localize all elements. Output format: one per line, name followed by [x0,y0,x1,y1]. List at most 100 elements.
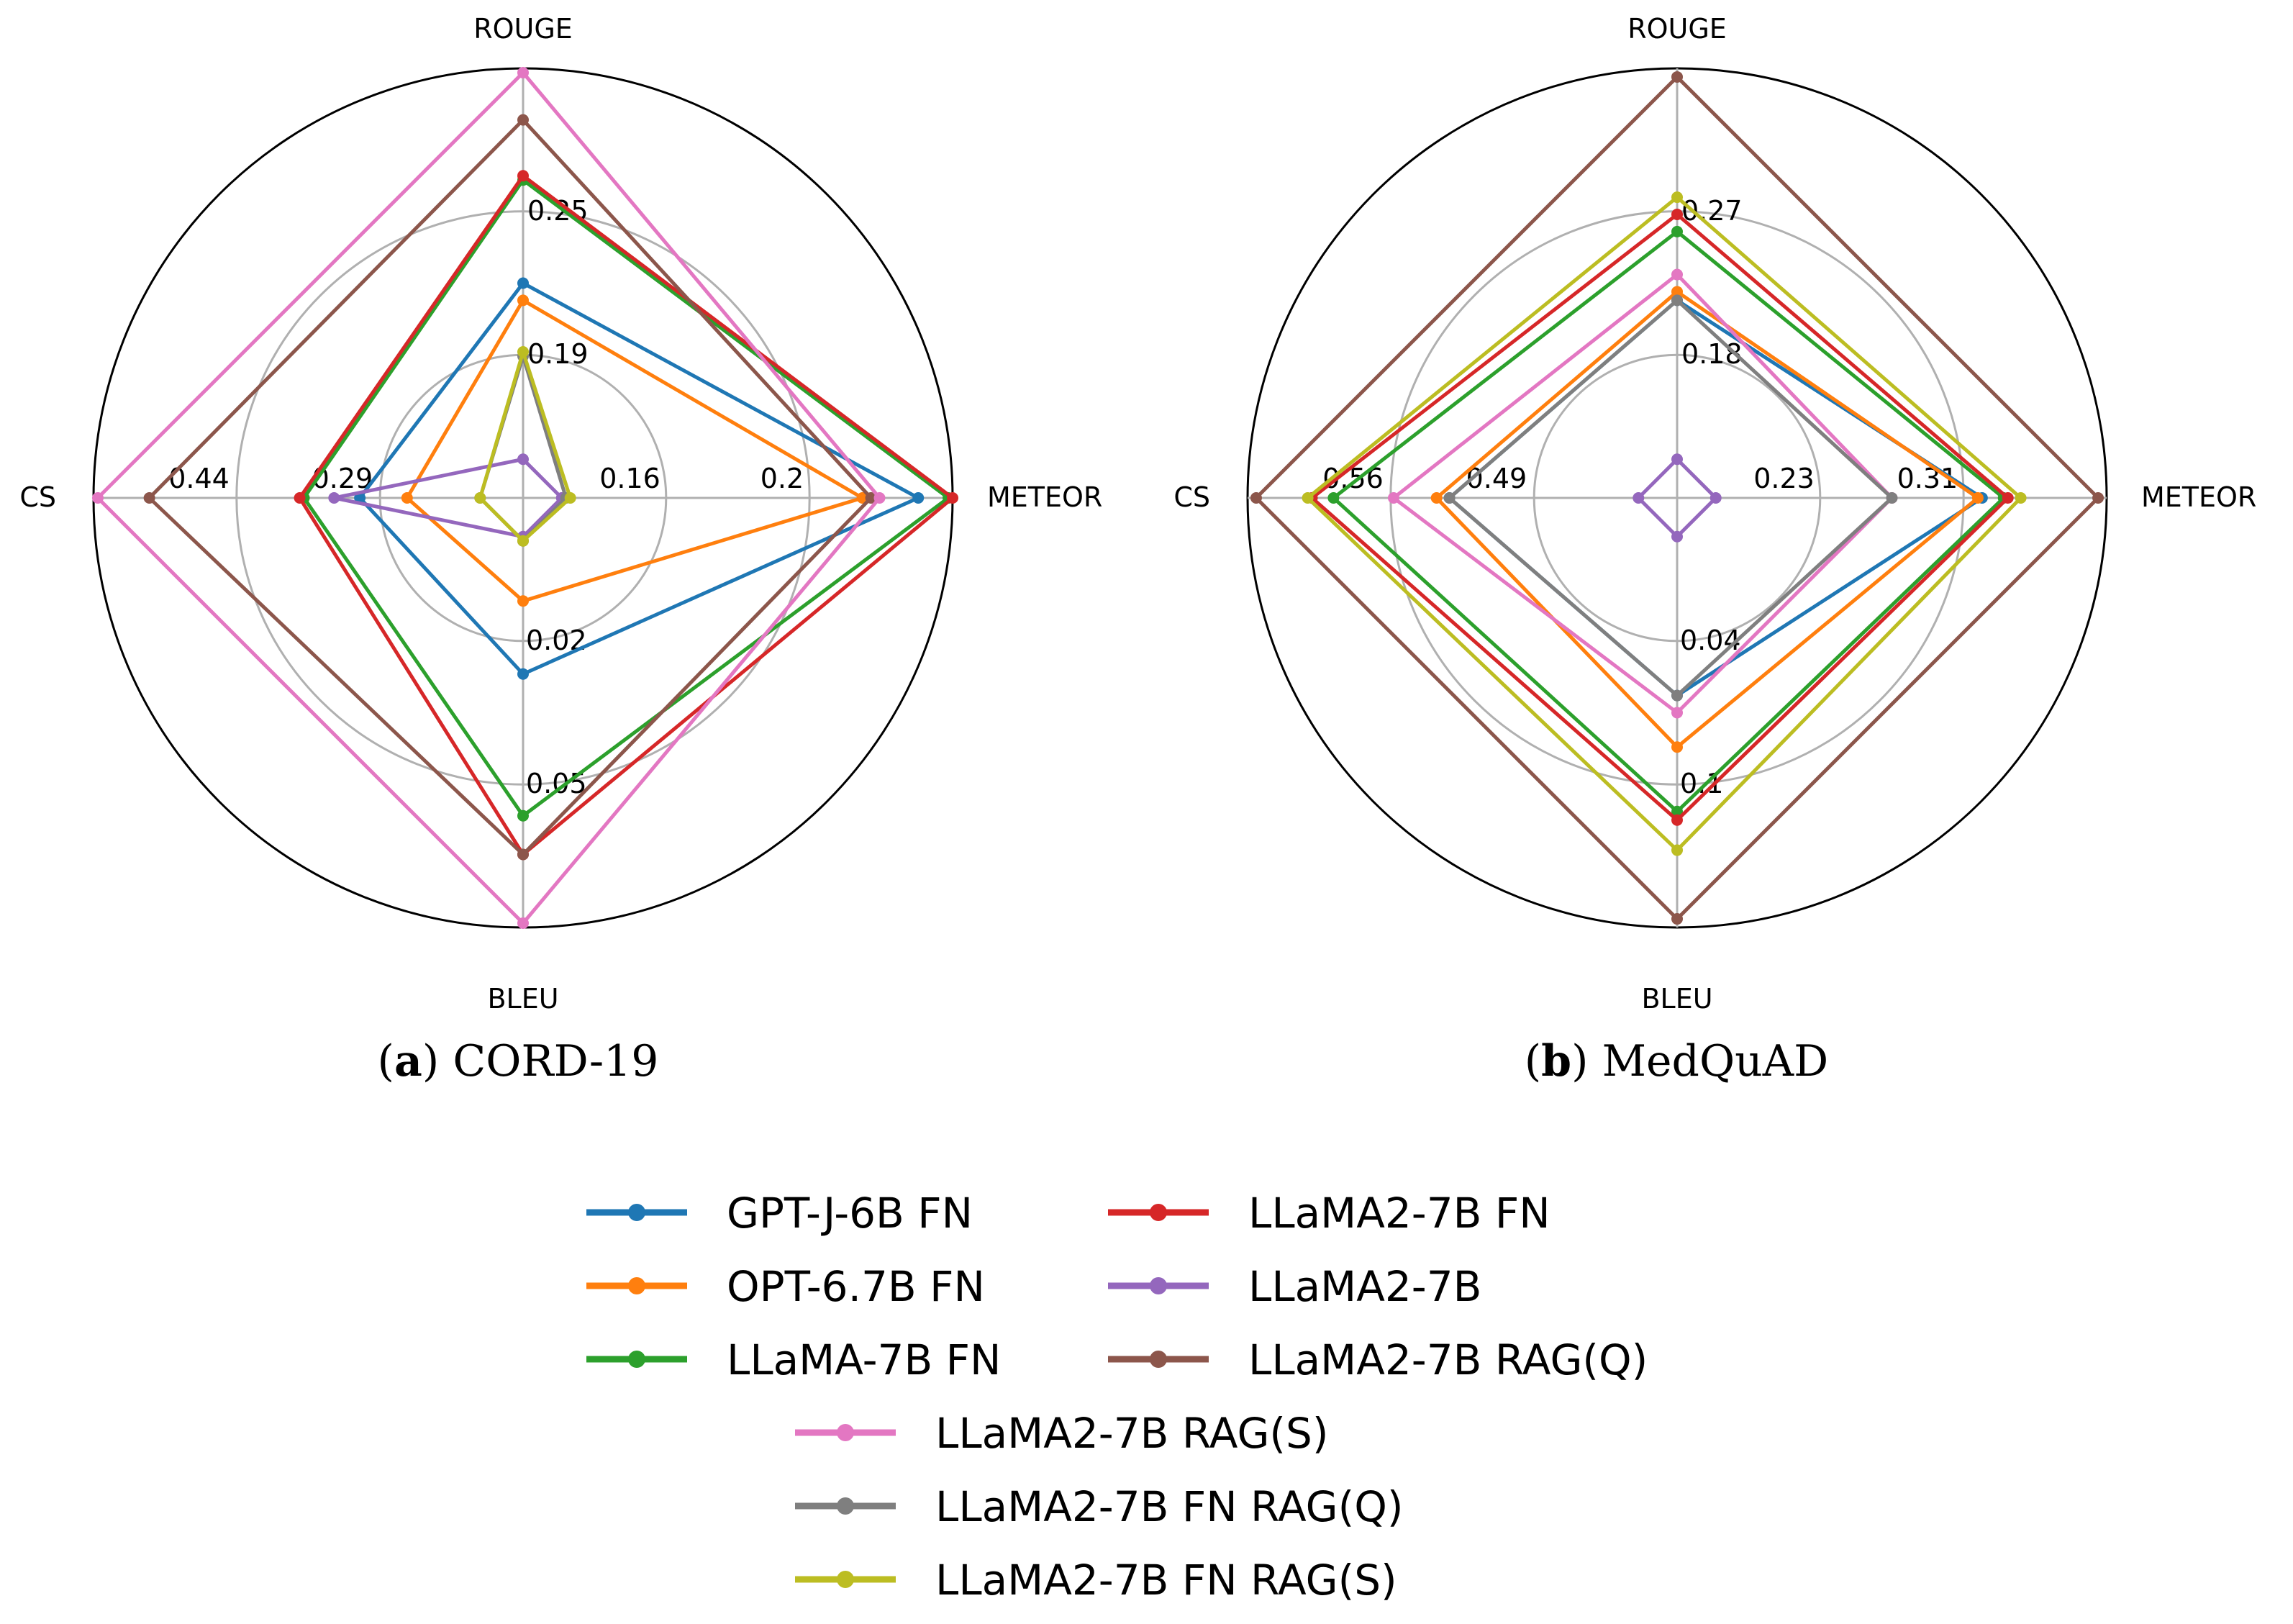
legend-entry-llama2-7b-fn: LLaMA2-7B FN [1108,1189,1550,1238]
tick-label-bleu: 0.05 [526,768,587,799]
legend-label: LLaMA2-7B FN RAG(Q) [935,1482,1404,1531]
data-point-llama2-7b-fn-rag-s-cs [474,492,486,504]
data-point-gpt-j-6b-fn-meteor [912,492,925,504]
data-point-llama2-7b-rag-s-cs [91,492,104,504]
data-point-opt-6-7b-fn-cs [401,492,413,504]
legend-label: LLaMA2-7B RAG(Q) [1248,1335,1648,1384]
legend-swatch-marker [628,1204,645,1221]
caption-a: (a) CORD-19 [378,1036,659,1087]
caption-b-text: MedQuAD [1602,1036,1829,1087]
axis-label-meteor: METEOR [987,481,1102,513]
data-point-llama2-7b-rouge [517,453,529,466]
data-point-llama2-7b-cs [328,492,340,504]
data-point-llama2-7b-fn-rouge [517,170,529,182]
tick-label-rouge: 0.18 [1681,338,1743,370]
legend-entry-llama2-7b-fn-rag-s: LLaMA2-7B FN RAG(S) [795,1556,1397,1605]
axis-label-cs: CS [19,481,56,513]
data-point-llama-7b-fn-rouge [1671,225,1683,237]
data-point-opt-6-7b-fn-meteor [856,492,868,504]
data-point-llama2-7b-cs [1633,492,1645,504]
tick-label-meteor: 0.16 [599,463,660,494]
data-point-llama-7b-fn-bleu [1671,805,1683,817]
legend-label: OPT-6.7B FN [727,1262,985,1311]
data-point-llama2-7b-fn-rag-q-cs [1443,492,1456,504]
data-point-llama2-7b-fn-rag-s-rouge [1671,191,1683,204]
data-point-llama2-7b-fn-rag-s-cs [1302,492,1314,504]
data-point-llama2-7b-fn-rag-q-meteor [1886,492,1898,504]
data-point-llama2-7b-fn-rag-s-meteor [2015,492,2027,504]
data-point-opt-6-7b-fn-rouge [517,294,529,307]
legend-label: LLaMA2-7B FN [1248,1189,1550,1238]
legend-label: LLaMA2-7B RAG(S) [935,1409,1328,1458]
data-point-llama2-7b-rag-s-cs [1387,492,1399,504]
legend-label: GPT-J-6B FN [727,1189,973,1238]
legend-swatch-marker [628,1277,645,1294]
data-point-llama2-7b-bleu [1671,530,1683,543]
legend-swatch-marker [628,1351,645,1368]
data-point-llama2-7b-rouge [1671,453,1683,466]
tick-label-cs: 0.49 [1466,463,1527,494]
data-point-llama2-7b-fn-meteor [947,492,958,504]
data-point-gpt-j-6b-fn-bleu [517,668,529,680]
data-point-opt-6-7b-fn-bleu [517,595,529,607]
data-point-llama2-7b-fn-rouge [1671,208,1683,220]
legend-swatch-marker [837,1571,854,1588]
data-point-llama2-7b-fn-rag-s-rouge [517,346,529,358]
data-point-llama2-7b-rag-q-bleu [1671,913,1683,925]
data-point-llama2-7b-rag-s-rouge [517,66,529,78]
legend-entry-gpt-j-6b-fn: GPT-J-6B FN [586,1189,973,1238]
data-point-llama2-7b-fn-rag-q-bleu [1671,689,1683,702]
data-point-llama2-7b-fn-bleu [1671,814,1683,826]
legend-swatch-marker [837,1424,854,1441]
axis-label-bleu: BLEU [1641,983,1712,1015]
data-point-opt-6-7b-fn-rouge [1671,286,1683,298]
legend-swatch-marker [1150,1351,1167,1368]
axis-label-cs: CS [1173,481,1210,513]
data-point-gpt-j-6b-fn-rouge [517,277,529,289]
data-point-llama2-7b-fn-rag-s-bleu [517,535,529,547]
data-point-llama2-7b-meteor [1709,492,1722,504]
axis-label-meteor: METEOR [2141,481,2256,513]
legend-swatch-marker [1150,1277,1167,1294]
caption-a-letter: a [394,1036,422,1087]
data-point-llama2-7b-fn-cs [294,492,306,504]
data-point-opt-6-7b-fn-cs [1430,492,1443,504]
data-point-llama2-7b-rag-q-meteor [865,492,877,504]
data-point-llama2-7b-rag-q-cs [143,492,155,504]
legend-swatch-marker [837,1497,854,1515]
data-point-opt-6-7b-fn-bleu [1671,741,1683,753]
data-point-llama2-7b-rag-q-rouge [517,114,529,126]
data-point-llama2-7b-fn-rag-s-meteor [564,492,576,504]
legend-label: LLaMA2-7B [1248,1262,1481,1311]
data-point-llama-7b-fn-bleu [517,809,529,822]
tick-label-bleu: 0.04 [1680,625,1741,656]
data-point-llama-7b-fn-cs [1327,492,1340,504]
data-point-llama2-7b-rag-q-cs [1250,492,1262,504]
legend-entry-llama2-7b-fn-rag-q: LLaMA2-7B FN RAG(Q) [795,1482,1404,1531]
legend-label: LLaMA-7B FN [727,1335,1001,1384]
data-point-llama2-7b-fn-rag-q-rouge [1671,294,1683,307]
tick-label-rouge: 0.19 [527,338,589,370]
tick-label-meteor: 0.23 [1753,463,1815,494]
data-point-llama2-7b-fn-meteor [2002,492,2014,504]
data-point-llama2-7b-rag-s-bleu [1671,707,1683,719]
data-point-llama2-7b-rag-s-meteor [873,492,886,504]
axis-label-rouge: ROUGE [1627,13,1727,45]
legend-entry-llama2-7b: LLaMA2-7B [1108,1262,1481,1311]
data-point-opt-6-7b-fn-meteor [1971,492,1984,504]
legend-label: LLaMA2-7B FN RAG(S) [935,1556,1397,1605]
legend-entry-llama2-7b-rag-s: LLaMA2-7B RAG(S) [795,1409,1328,1458]
tick-label-meteor: 0.2 [760,463,804,494]
caption-b: (b) MedQuAD [1525,1036,1828,1087]
legend-entry-opt-6-7b-fn: OPT-6.7B FN [586,1262,985,1311]
legend-entry-llama2-7b-rag-q: LLaMA2-7B RAG(Q) [1108,1335,1648,1384]
caption-a-text: CORD-19 [453,1036,658,1087]
data-point-llama2-7b-rag-s-rouge [1671,268,1683,281]
caption-b-letter: b [1541,1036,1571,1087]
legend-swatch-marker [1150,1204,1167,1221]
legend-entry-llama-7b-fn: LLaMA-7B FN [586,1335,1001,1384]
axis-label-bleu: BLEU [487,983,558,1015]
